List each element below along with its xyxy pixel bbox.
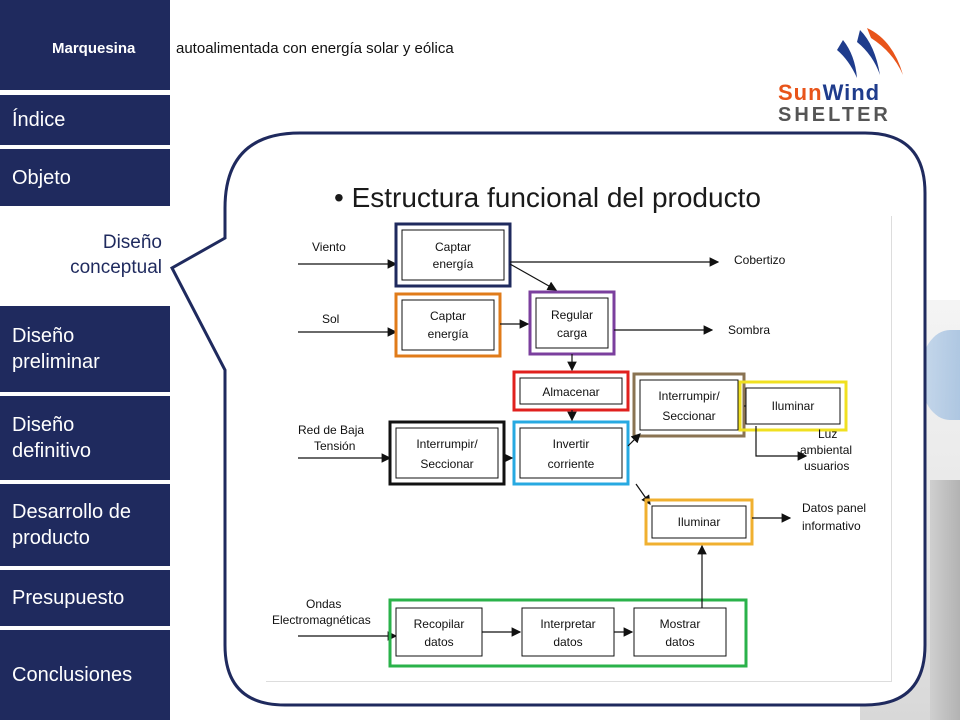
sidebar-item-label: Objeto	[12, 166, 71, 189]
sidebar-item-desarrollo-producto[interactable]: Desarrollo de producto	[0, 484, 170, 566]
logo-word-sun: Sun	[778, 80, 823, 105]
block-invertir-corriente	[512, 420, 630, 486]
input-viento: Viento	[312, 240, 346, 254]
input-sol: Sol	[322, 312, 339, 326]
functional-structure-diagram: Viento Sol Red de Baja Tensión Ondas Ele…	[272, 222, 866, 668]
block-label: datos	[553, 635, 582, 649]
sidebar-item-label: Diseño conceptual	[70, 232, 162, 278]
output-luz-line3: usuarios	[804, 459, 849, 473]
block-label: carga	[557, 326, 587, 340]
block-label: energía	[433, 257, 474, 271]
block-interrumpir-seccionar-salida	[632, 372, 746, 438]
output-sombra: Sombra	[728, 323, 770, 337]
input-ondas-line2: Electromagnéticas	[272, 613, 371, 627]
block-label: Invertir	[553, 437, 590, 451]
turbine-blade	[920, 330, 960, 420]
block-interpretar-datos	[521, 607, 615, 657]
slide-title: • Estructura funcional del producto	[334, 182, 761, 213]
header-title-strong: Marquesina	[52, 40, 136, 57]
sidebar-item-diseno-conceptual[interactable]: Diseño conceptual	[0, 210, 170, 302]
sidebar-item-conclusiones[interactable]: Conclusiones	[0, 630, 170, 720]
sunwind-logo-icon	[837, 28, 903, 78]
header-title: autoalimentada con energía solar y eólic…	[176, 40, 454, 57]
block-label: Iluminar	[772, 399, 815, 413]
sidebar-item-label: Diseño preliminar	[12, 325, 100, 373]
block-iluminar-panel	[644, 498, 754, 546]
output-cobertizo: Cobertizo	[734, 253, 786, 267]
sidebar-item-diseno-preliminar[interactable]: Diseño preliminar	[0, 306, 170, 392]
block-label: Mostrar	[660, 617, 701, 631]
block-label: Iluminar	[678, 515, 721, 529]
block-captar-energia-solar	[394, 292, 502, 358]
block-iluminar-ambiental	[738, 380, 848, 432]
block-mostrar-datos	[633, 607, 727, 657]
sidebar-item-diseno-definitivo[interactable]: Diseño definitivo	[0, 396, 170, 480]
block-label: Seccionar	[662, 409, 715, 423]
block-almacenar	[512, 370, 630, 412]
block-label: Recopilar	[414, 617, 465, 631]
block-label: corriente	[548, 457, 595, 471]
block-label: datos	[424, 635, 453, 649]
block-label: energía	[428, 327, 469, 341]
output-luz-line1: Luz	[818, 427, 837, 441]
sidebar-item-objeto[interactable]: Objeto	[0, 149, 170, 206]
sidebar-item-label: Conclusiones	[12, 664, 133, 686]
sidebar-header-block	[0, 0, 170, 90]
block-label: Almacenar	[542, 385, 599, 399]
block-interrumpir-seccionar-red	[388, 420, 506, 486]
block-label: Interrumpir/	[658, 389, 720, 403]
turbine-pole	[930, 480, 960, 720]
block-recopilar-datos	[395, 607, 483, 657]
sidebar: Índice Objeto Diseño conceptual Diseño p…	[0, 0, 170, 720]
logo-word-shelter: SHELTER	[778, 104, 891, 126]
block-label: Captar	[430, 309, 466, 323]
sidebar-item-label: Presupuesto	[12, 587, 125, 609]
block-label: Interrumpir/	[416, 437, 478, 451]
sidebar-item-indice[interactable]: Índice	[0, 95, 170, 145]
block-datos-group	[388, 598, 748, 668]
logo-wordmark: SunWind	[778, 80, 880, 106]
block-label: Captar	[435, 240, 471, 254]
sidebar-item-label: Índice	[12, 109, 66, 131]
block-label: Regular	[551, 308, 593, 322]
sidebar-item-presupuesto[interactable]: Presupuesto	[0, 570, 170, 626]
input-ondas-line1: Ondas	[306, 597, 341, 611]
block-label: datos	[665, 635, 694, 649]
logo-word-wind: Wind	[822, 80, 881, 105]
input-red-line2: Tensión	[314, 439, 355, 453]
output-datos-line2: informativo	[802, 519, 861, 533]
block-label: Seccionar	[420, 457, 473, 471]
block-captar-energia-eolica	[394, 222, 512, 288]
block-label: Interpretar	[540, 617, 595, 631]
sidebar-item-label: Diseño definitivo	[12, 414, 91, 462]
sidebar-item-label: Desarrollo de producto	[12, 501, 131, 549]
output-luz-line2: ambiental	[800, 443, 852, 457]
output-datos-line1: Datos panel	[802, 501, 866, 515]
input-red-line1: Red de Baja	[298, 423, 364, 437]
